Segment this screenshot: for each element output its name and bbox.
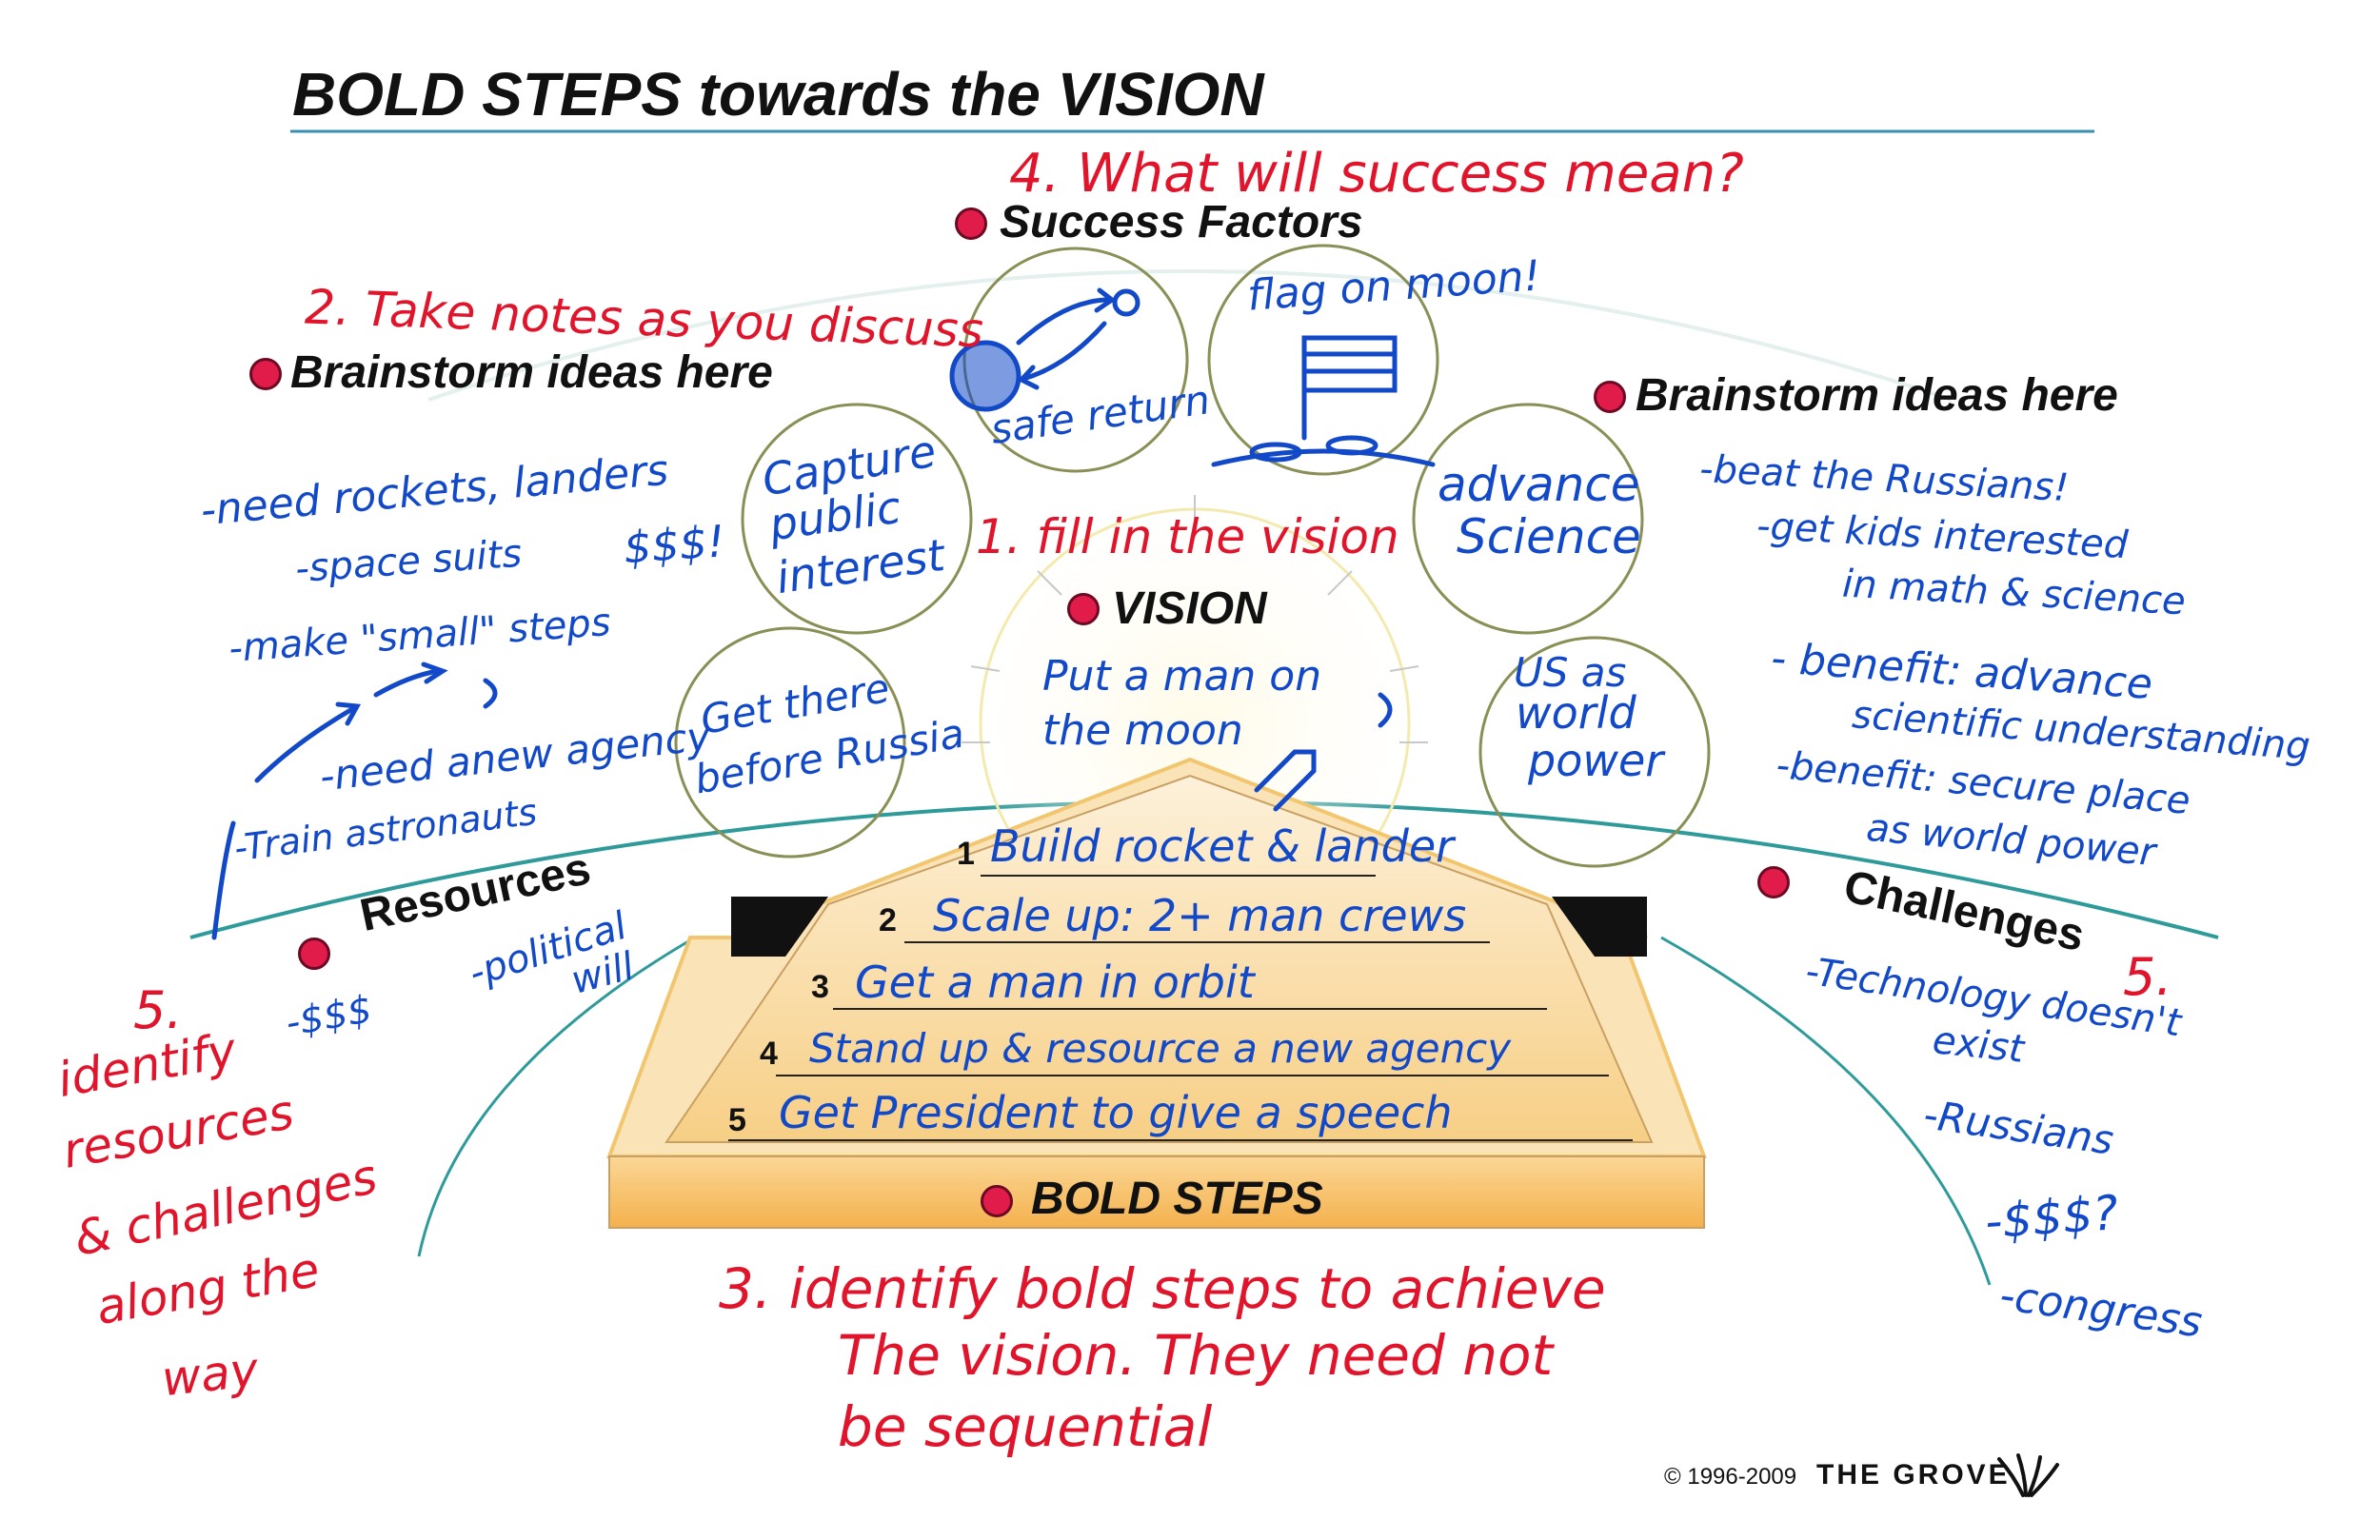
- vision-bullet: [1067, 593, 1100, 625]
- circle-advance-line2: Science: [1457, 509, 1641, 564]
- instruction-step3-line3: be sequential: [838, 1394, 1212, 1459]
- copyright-text: © 1996-2009: [1664, 1464, 1796, 1491]
- step-number-2: 2: [879, 902, 897, 939]
- challenge-note-money: -$$$?: [1983, 1185, 2120, 1250]
- step-text-2: Scale up: 2+ man crews: [933, 890, 1466, 941]
- circle-world-line2: world: [1516, 687, 1636, 739]
- instruction-step5-left-line5: way: [159, 1342, 261, 1407]
- left-note-money: $$$!: [622, 515, 726, 573]
- brainstorm-left-label: Brainstorm ideas here: [290, 346, 773, 399]
- grove-logo-icon: [1994, 1451, 2061, 1499]
- circle-advance-line1: advance: [1438, 457, 1640, 512]
- step-number-5: 5: [728, 1102, 746, 1139]
- circle-world-line3: power: [1528, 735, 1663, 786]
- step-number-1: 1: [957, 836, 975, 873]
- step-text-3: Get a man in orbit: [855, 957, 1255, 1008]
- step-text-1: Build rocket & lander: [990, 820, 1454, 872]
- instruction-step3-line2: The vision. They need not: [838, 1323, 1553, 1388]
- challenges-bullet: [1757, 866, 1790, 898]
- bold-steps-bullet: [981, 1185, 1013, 1217]
- brainstorm-right-label: Brainstorm ideas here: [1636, 369, 2118, 422]
- challenge-note-exist: exist: [1931, 1018, 2026, 1072]
- success-factors-label: Success Factors: [1000, 196, 1363, 248]
- step-number-3: 3: [811, 969, 829, 1006]
- bold-steps-label: BOLD STEPS: [1031, 1173, 1323, 1225]
- brainstorm-left-bullet: [249, 358, 282, 390]
- step-number-4: 4: [760, 1036, 778, 1073]
- brainstorm-right-bullet: [1594, 381, 1626, 413]
- vision-text-line1: Put a man on: [1042, 652, 1321, 701]
- instruction-step3-line1: 3. identify bold steps to achieve: [719, 1256, 1606, 1321]
- instruction-step1: 1. fill in the vision: [976, 509, 1399, 564]
- step-text-5: Get President to give a speech: [779, 1087, 1453, 1138]
- success-factors-bullet: [955, 207, 987, 240]
- vision-label: VISION: [1112, 582, 1267, 635]
- brand-name: THE GROVE: [1816, 1459, 2011, 1491]
- step-text-4: Stand up & resource a new agency: [809, 1025, 1511, 1072]
- vision-text-line2: the moon: [1042, 706, 1243, 755]
- page-title: BOLD STEPS towards the VISION: [292, 59, 1264, 129]
- resources-bullet: [298, 938, 330, 970]
